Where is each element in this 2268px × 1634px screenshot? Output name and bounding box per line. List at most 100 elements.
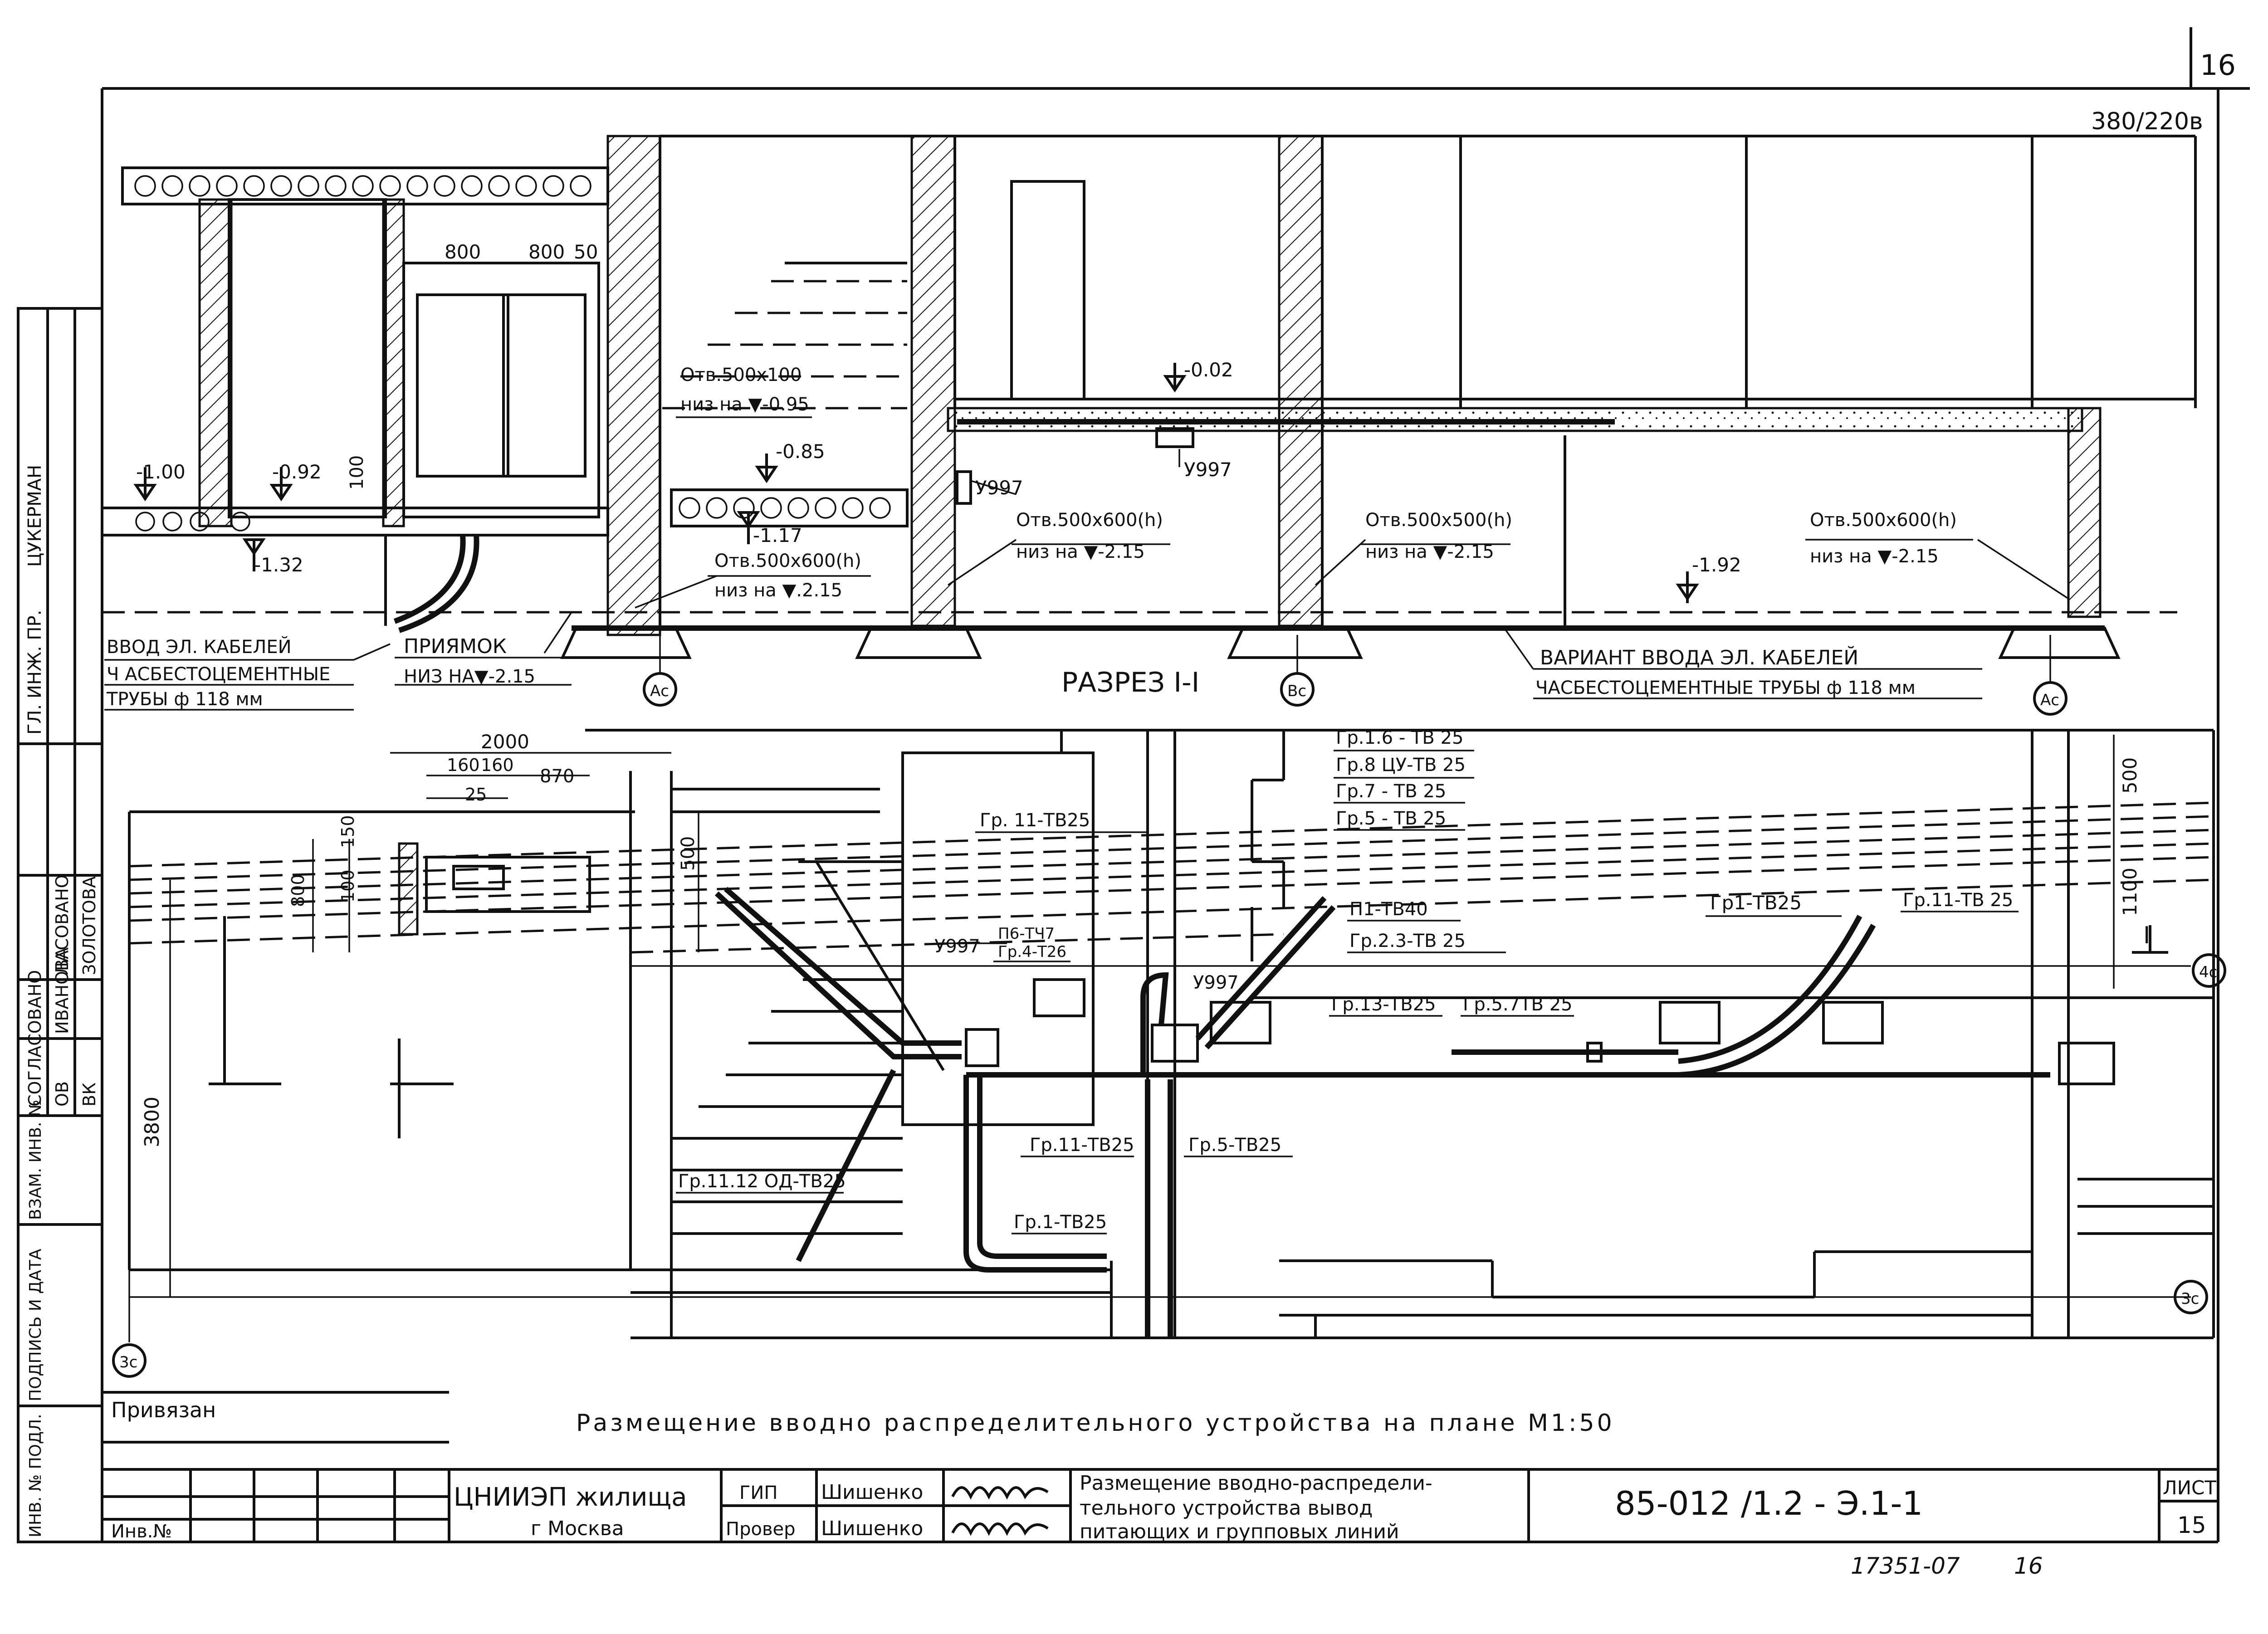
desc-line-3: питающих и групповых линий [1080,1520,1399,1543]
section-dim-50: 50 [574,241,598,263]
cable-entry-2: Ч АСБЕСТОЦЕМЕНТНЫЕ [107,664,330,685]
opening-3-size: Отв.500x600(h) [1016,510,1163,531]
section-u997-b: У997 [1184,458,1232,481]
plan-dim-160a: 160 [447,755,480,775]
sheet-number: 15 [2177,1512,2206,1538]
section-axis-a2: Ас [2040,691,2059,709]
group-label-3: Гр.7 - ТВ 25 [1336,781,1446,802]
footer-number: 17351-07 [1851,1553,1960,1579]
opening-4-size: Отв.500x500(h) [1365,510,1512,531]
stamp-role-ov: ОВ [52,1081,72,1107]
group-label-17: Гр.4-Т26 [998,943,1066,961]
elev-7: -1.92 [1692,554,1741,576]
plan-u997-a: У997 [934,936,980,957]
variant-line-2: ЧАСБЕСТОЦЕМЕНТНЫЕ ТРУБЫ ф 118 мм [1535,678,1916,698]
section-axis-a1: Ас [650,682,669,700]
plan-dim-3800: 3800 [141,1097,164,1147]
cable-entry-1: ВВОД ЭЛ. КАБЕЛЕЙ [107,636,292,658]
stamp-name-3: ЗОЛОТОВА [79,876,99,975]
plan-u997-b: У997 [1193,972,1239,993]
desc-line-1: Размещение вводно-распредели- [1080,1472,1432,1495]
check-name: Шишенко [821,1517,923,1540]
sheet-label: ЛИСТ [2163,1477,2216,1499]
opening-3-level: низ на ▼-2.15 [1016,541,1145,562]
section-walls [101,135,2197,659]
group-label-2: Гр.8 ЦУ-ТВ 25 [1336,755,1466,776]
section-axis-b: Вс [1287,682,1306,700]
group-label-5: Гр. 11-ТВ25 [980,810,1090,831]
plan-axis-3c-right: 3с [2181,1290,2199,1308]
check-role: Провер [726,1519,796,1540]
plan-dim-150: 150 [338,815,358,848]
plan-axis-4c: 4с [2199,963,2217,981]
group-label-12: Гр.11-ТВ25 [1030,1135,1134,1156]
stamp-field-replace: ВЗАМ. ИНВ. № [26,1100,45,1220]
opening-5-level: низ на ▼-2.15 [1810,546,1939,567]
cable-bundle [129,801,2214,954]
group-label-11: Гр.5.7ТВ 25 [1463,994,1573,1015]
section-cut-mark: I [2143,922,2150,949]
elev-5: -1.17 [753,524,802,546]
plan-dim-160b: 160 [481,755,514,775]
elevation-marks [133,363,1699,603]
stamp-role-chief: ГЛ. ИНЖ. ПР. [24,610,45,735]
stamp-name-1: ЛАСОВАНО [52,874,72,975]
stamp-name-2: ИВАНОВА [52,947,72,1034]
doc-code: 85-012 /1.2 - Э.1-1 [1615,1484,1923,1522]
opening-2-size: Отв.500x600(h) [714,551,861,571]
stamp-field-sign: ПОДПИСЬ И ДАТА [26,1249,45,1401]
group-label-underlines [676,750,2019,1234]
stamp-field-inv: ИНВ. № ПОДЛ. [26,1414,45,1537]
section-dim-100: 100 [347,455,367,490]
plan-dim-25: 25 [465,785,487,805]
plan-dimensions [169,735,2115,1297]
plan-dim-870: 870 [540,766,574,787]
group-label-16: П6-ТЧ7 [998,925,1055,943]
section-dim-800a: 800 [445,241,481,263]
stamp-role-agreed: СОГЛАСОВАНО [25,970,45,1107]
opening-4-level: низ на ▼-2.15 [1365,541,1494,562]
group-label-13: Гр.5-ТВ25 [1188,1135,1281,1156]
stamp-name-chief: ЦУКЕРМАН [24,465,45,567]
opening-1-level: низ на ▼-0.95 [680,394,809,415]
elev-1: -1.00 [136,461,186,483]
gip-name: Шишенко [821,1481,923,1504]
opening-5-size: Отв.500x600(h) [1810,510,1957,531]
plan-title: Размещение вводно распределительного уст… [576,1410,1615,1437]
opening-2-level: низ на ▼.2.15 [714,580,842,601]
gip-role: ГИП [739,1483,777,1503]
opening-leaders [635,416,2069,609]
cable-routes [714,887,2050,1338]
group-label-14: Гр.11.12 ОД-ТВ25 [678,1171,846,1192]
gip-signature [951,1486,1049,1500]
org-name: ЦНИИЭП жилища [454,1483,687,1512]
desc-line-2: тельного устройства вывод [1080,1497,1373,1520]
corner-number: 16 [2200,49,2236,82]
elev-2: -0.92 [272,461,322,483]
plan-dim-100: 100 [338,869,358,902]
section-dim-800b: 800 [528,241,565,263]
cable-entry-3: ТРУБЫ ф 118 мм [106,689,263,710]
side-stamp [17,307,103,1543]
group-label-1: Гр.1.6 - ТВ 25 [1336,727,1463,748]
order-code: 380/220в [2091,108,2203,135]
section-u997-a: У997 [975,477,1023,499]
group-label-15: Гр.1-ТВ25 [1014,1212,1107,1233]
group-label-6: П1-ТВ40 [1349,899,1428,920]
elev-4: -0.85 [776,440,825,463]
check-signature [951,1522,1049,1536]
group-label-10: Гр.13-ТВ25 [1331,994,1436,1015]
plan-dim-800: 800 [288,874,308,907]
elev-3: -1.32 [254,554,303,576]
slab-cores [134,175,891,532]
attached-label: Привязан [111,1398,216,1422]
inv-no-label: Инв.№ [111,1521,172,1542]
section-title: РАЗРЕЗ I-I [1061,667,1199,698]
group-label-9: Гр.11-ТВ 25 [1903,890,2013,911]
group-label-7: Гр.2.3-ТВ 25 [1349,931,1466,951]
org-city: г Москва [531,1517,624,1540]
title-block-frame [102,1391,2218,1542]
pit-label: ПРИЯМОК [404,635,507,658]
plan-axis-3c-left: 3с [119,1353,137,1371]
